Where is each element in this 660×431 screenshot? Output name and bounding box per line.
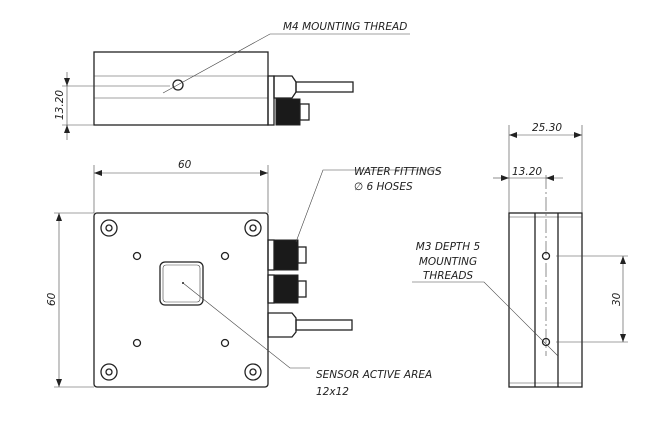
- dim-hole-spacing: 30: [611, 292, 623, 306]
- m3-hole-top: [541, 251, 551, 261]
- top-view: M4 MOUNTING THREAD 13.20: [54, 21, 410, 140]
- m3-hole-bottom: [541, 337, 551, 347]
- sensor-size-label: 12x12: [316, 386, 349, 398]
- m4-hole: [172, 79, 184, 91]
- corner-holes: [100, 219, 262, 381]
- knurled-fitting: [275, 98, 301, 126]
- sensor-window: [159, 261, 204, 306]
- front-view: 60 60 WATER FITTINGS ∅ 6 HOSES SENSOR AC…: [46, 159, 442, 398]
- hose: [295, 81, 354, 93]
- cable: [295, 319, 353, 331]
- m3-label: M3 DEPTH 5: [416, 241, 481, 253]
- hex-fitting: [273, 75, 297, 99]
- hoses-label: ∅ 6 HOSES: [354, 181, 413, 193]
- dim-side-offset: 13.20: [512, 166, 542, 178]
- dim-side-width: 25.30: [532, 122, 562, 134]
- sensor-leader: [182, 282, 310, 369]
- m4-thread-label: M4 MOUNTING THREAD: [283, 21, 407, 33]
- dim-top-height: 13.20: [54, 90, 66, 120]
- small-holes: [132, 251, 230, 348]
- water-fitting-2: [273, 274, 299, 304]
- m3-leader: [412, 281, 559, 357]
- water-fittings-label: WATER FITTINGS: [354, 166, 442, 178]
- sensor-label: SENSOR ACTIVE AREA: [316, 369, 432, 381]
- dim-front-width: 60: [178, 159, 192, 171]
- cable-gland: [267, 312, 297, 338]
- dim-front-height: 60: [46, 292, 58, 306]
- threads-label: THREADS: [423, 270, 474, 282]
- side-view: 25.30 13.20 30 M3 DEPTH 5 MOUNTING THREA…: [412, 122, 628, 388]
- water-fittings-leader: [295, 169, 440, 243]
- m4-leader: [162, 33, 410, 94]
- mounting-label: MOUNTING: [419, 256, 477, 268]
- water-fitting-1: [273, 239, 299, 271]
